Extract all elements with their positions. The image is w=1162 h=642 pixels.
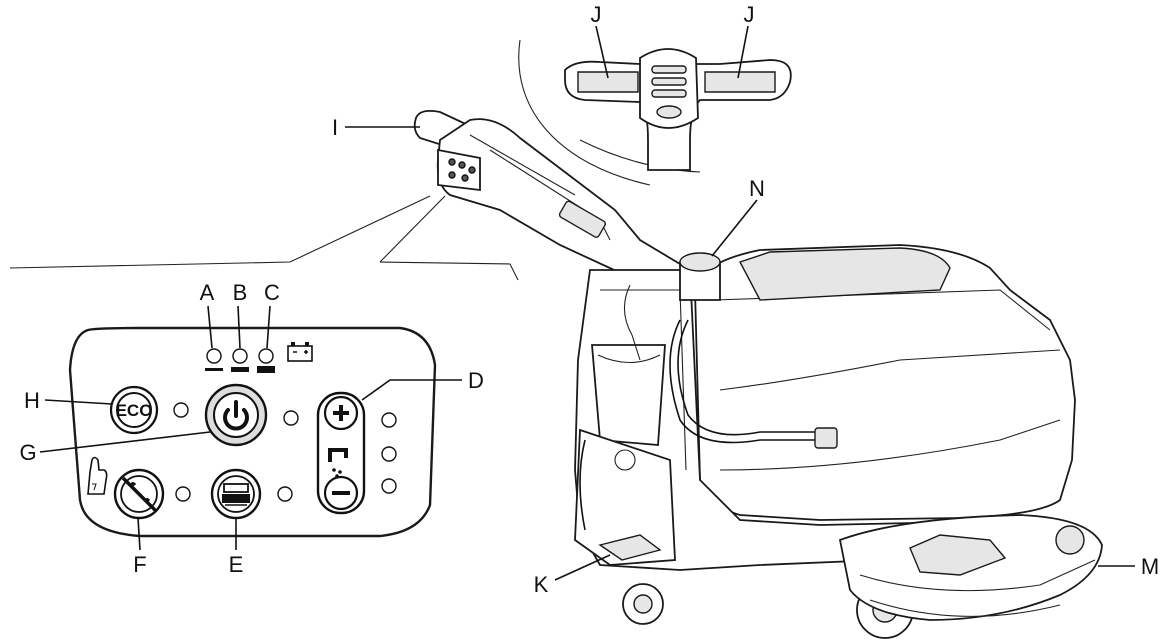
plus-button[interactable] [323, 395, 359, 431]
label-j-left: J [591, 2, 602, 27]
battery-icon [287, 342, 313, 362]
label-i: I [332, 115, 338, 140]
label-e: E [229, 552, 244, 577]
solution-flow-control [316, 391, 366, 515]
eco-button[interactable]: ECO [109, 385, 159, 435]
battery-led-high [258, 348, 274, 364]
brush-button[interactable] [210, 468, 262, 520]
label-k: K [534, 572, 549, 597]
label-n: N [749, 176, 765, 201]
flow-led-mid [381, 446, 397, 462]
label-d: D [468, 368, 484, 393]
handle-inset [518, 39, 792, 186]
minus-button[interactable] [323, 475, 359, 511]
control-panel: ECO [68, 326, 437, 538]
vacuum-led [175, 486, 191, 502]
vacuum-toggle-button[interactable] [113, 468, 165, 520]
battery-led-low [206, 348, 222, 364]
part-labels: A B C D E F G H I J J K M N [19, 2, 1159, 597]
eco-led [173, 402, 189, 418]
power-led [283, 410, 299, 426]
label-m: M [1141, 554, 1159, 579]
flow-led-low [381, 478, 397, 494]
plus-icon [333, 405, 349, 421]
label-f: F [133, 552, 146, 577]
label-j-right: J [744, 2, 755, 27]
leader-lines [39, 25, 1135, 581]
battery-led-mid [232, 348, 248, 364]
eco-button-label: ECO [116, 401, 153, 420]
vacuum-off-icon [121, 476, 158, 513]
brush-icon [222, 483, 250, 506]
flow-led-high [381, 412, 397, 428]
handle-bar [413, 109, 692, 302]
label-a: A [200, 280, 215, 305]
brush-led [277, 486, 293, 502]
scrubber-machine [574, 244, 1103, 639]
label-h: H [24, 388, 40, 413]
power-icon [223, 400, 249, 431]
label-g: G [19, 440, 36, 465]
label-c: C [264, 280, 280, 305]
label-b: B [233, 280, 248, 305]
hand-press-icon [87, 456, 108, 495]
power-button[interactable] [204, 383, 268, 447]
